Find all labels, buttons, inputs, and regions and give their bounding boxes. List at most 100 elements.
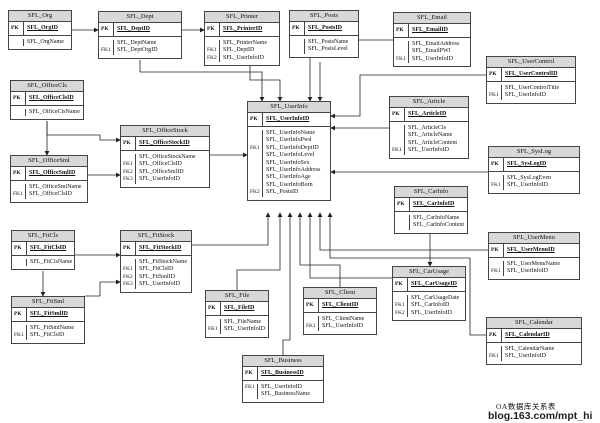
pk-label: PK — [250, 116, 258, 122]
diagram-caption: OA数据库关系表 — [496, 402, 556, 411]
field-name: SFL_FileName — [224, 319, 261, 325]
table-title: SFL_Client — [304, 288, 376, 299]
relation-carusage-to-userinfo — [307, 212, 392, 279]
field-name: SFL_UserInfoID — [505, 92, 546, 99]
pk-label: PK — [245, 370, 253, 376]
table-title: SFL_Posts — [290, 11, 358, 22]
field-key-label: FK1 — [489, 353, 499, 360]
field-key-label — [491, 175, 503, 182]
field-key-label: FK2 — [123, 273, 133, 280]
field-key-label — [489, 85, 501, 92]
field-name: SFL_UserInfoID — [322, 323, 363, 330]
pk-label: PK — [207, 26, 215, 32]
field-key-label: FK2 — [207, 54, 217, 61]
table-title: SFL_OfficeSml — [11, 156, 87, 167]
field-name: SFL_OfficeClsID — [139, 161, 182, 168]
pk-label: PK — [489, 71, 497, 77]
field-name: SFL_UserInfoName — [266, 130, 315, 136]
relation-file-to-userinfo — [236, 212, 283, 290]
relation-printer-to-userinfo — [249, 58, 283, 102]
field-key-label — [491, 261, 503, 268]
field-key-label — [245, 391, 257, 398]
table-title: SFL_FitSml — [12, 297, 84, 308]
field-key-label — [11, 39, 23, 46]
primary-key-field: SFL_FileID — [220, 302, 268, 315]
field-name: SFL_CarInfoContent — [413, 222, 464, 229]
field-key-label: FK1 — [207, 47, 217, 54]
table-title: SFL_Dept — [99, 12, 181, 23]
primary-key-field: SFL_UserInfoID — [262, 113, 330, 126]
primary-key-field: SFL_DeptID — [113, 23, 181, 36]
field-key-label — [250, 160, 262, 167]
field-name: SFL_UserInfoID — [139, 281, 180, 288]
table-title: SFL_UserControl — [487, 57, 575, 68]
field-name: SFL_ArticleCls — [408, 125, 447, 131]
field-name: SFL_PostsID — [266, 189, 299, 196]
field-key-label: FK1 — [13, 191, 23, 198]
field-name: SFL_DeptID — [223, 47, 255, 54]
primary-key-field: SFL_PostsID — [304, 22, 358, 35]
field-key-label — [396, 48, 408, 55]
primary-key-row: PK SFL_UserInfoID — [248, 113, 330, 127]
primary-key-field: SFL_CarInfoID — [409, 198, 467, 211]
field-name: SFL_ClientName — [322, 316, 365, 322]
field-key-label — [250, 167, 262, 174]
field-key-label — [392, 132, 404, 139]
pk-label: PK — [13, 170, 21, 176]
field-name: SFL_CarInfoID — [411, 302, 450, 309]
field-key-label: FK1 — [489, 92, 499, 99]
field-key-label — [396, 41, 408, 48]
table-title: SFL_Business — [243, 356, 323, 367]
field-key-label: FK1 — [306, 323, 316, 330]
field-name: SFL_CarInfoName — [413, 215, 460, 221]
primary-key-field: SFL_CarUsageID — [407, 278, 465, 291]
primary-key-field: SFL_EmailID — [408, 24, 470, 37]
field-key-label — [395, 295, 407, 302]
relation-client-to-userinfo — [297, 212, 341, 287]
field-key-label — [292, 46, 304, 53]
field-key-label: FK3 — [123, 281, 133, 288]
relation-usercontrol-to-userinfo — [330, 74, 486, 119]
relation-calendar-to-userinfo — [327, 212, 486, 336]
primary-key-field: SFL_OfficeClsID — [25, 92, 83, 105]
field-key-label: FK2 — [250, 189, 260, 196]
field-key-label — [250, 182, 262, 189]
table-title: SFL_OfficeStock — [121, 126, 209, 137]
field-name: SFL_UserMenuName — [507, 261, 560, 267]
field-key-label: FK2 — [123, 168, 133, 175]
field-name: SFL_OfficeClsName — [29, 109, 80, 115]
primary-key-field: SFL_ClientID — [318, 299, 376, 312]
field-name: SFL_UserInfoSex — [266, 159, 310, 166]
field-name: SFL_UserInfoID — [223, 54, 264, 61]
field-name: SFL_UserControlTitle — [505, 85, 560, 91]
field-name: SFL_BusinessName — [261, 391, 311, 398]
field-key-label: FK1 — [123, 161, 133, 168]
primary-key-field: SFL_PrinterID — [219, 23, 279, 36]
blog-watermark: blog.163.com/mpt_hi — [488, 410, 593, 422]
field-name: SFL_UserInfoDeptID — [266, 144, 319, 151]
field-name: SFL_CarUsageDate — [411, 295, 460, 301]
field-key-label: FK1 — [101, 47, 111, 54]
primary-key-field: SFL_FitStockID — [135, 242, 191, 255]
field-key-label: FK1 — [395, 302, 405, 309]
